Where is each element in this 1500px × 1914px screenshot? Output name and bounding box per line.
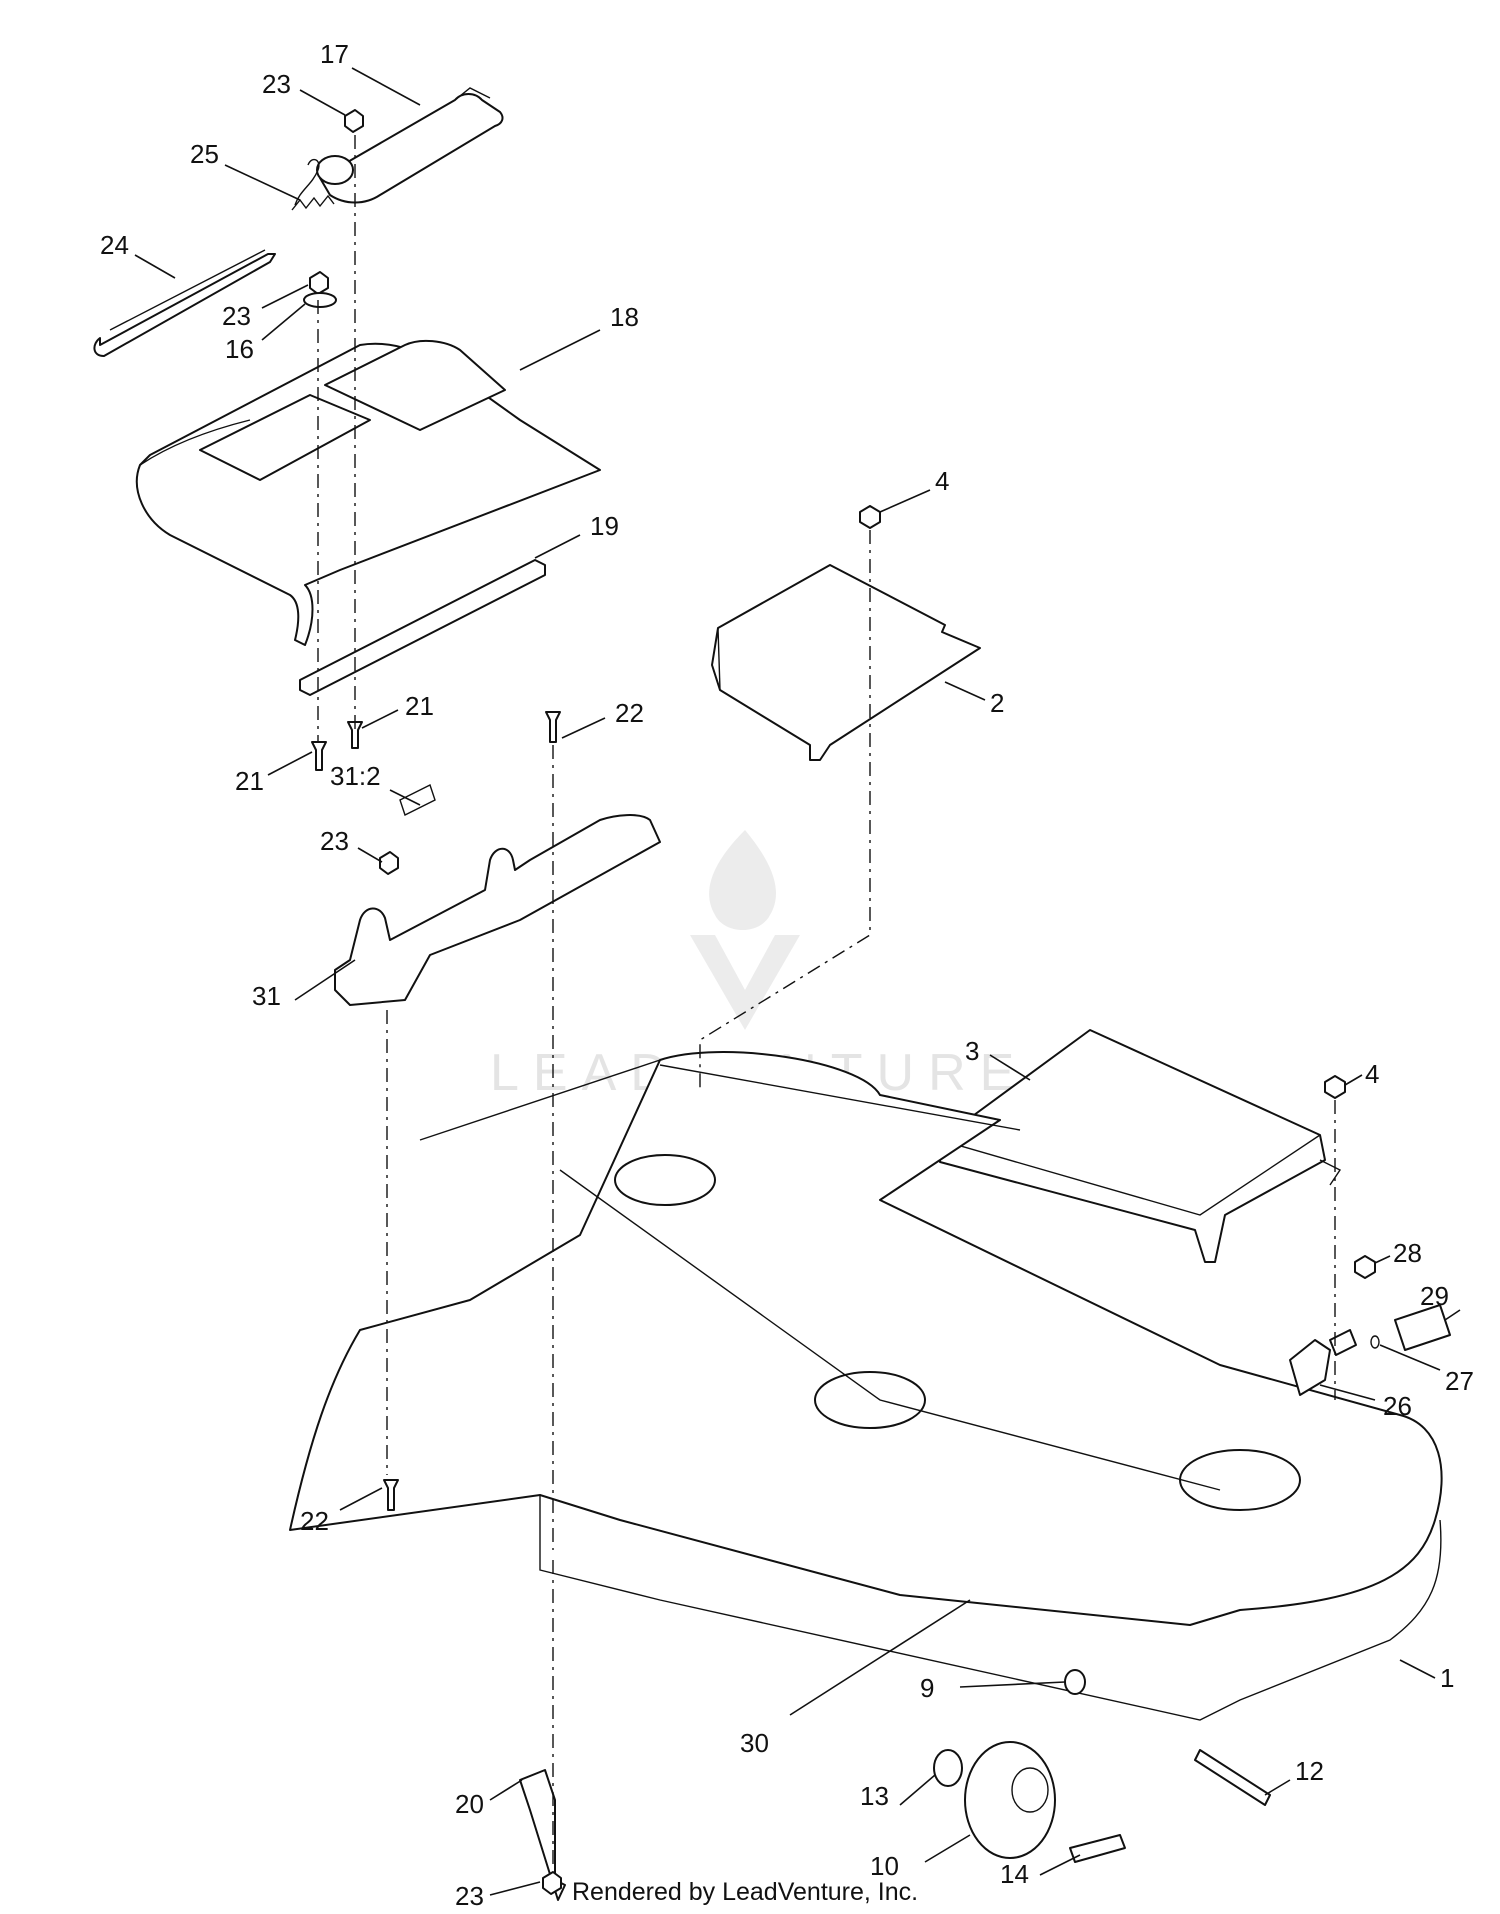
part-9-bushing [1064, 1669, 1086, 1695]
part-31-2-decal [399, 784, 436, 816]
callout-21: 21 [235, 766, 264, 796]
callout-10: 10 [870, 1851, 899, 1881]
callouts: 17 23 25 24 23 16 18 19 4 2 21 21 22 31:… [100, 39, 1474, 1911]
callout-24: 24 [100, 230, 129, 260]
callout-23: 23 [222, 301, 251, 331]
callout-31: 31 [252, 981, 281, 1011]
callout-13: 13 [860, 1781, 889, 1811]
callout-27: 27 [1445, 1366, 1474, 1396]
callout-22: 22 [615, 698, 644, 728]
callout-1: 1 [1440, 1663, 1454, 1693]
part-22-bolt-lower [383, 1479, 399, 1511]
part-10-wheel [964, 1741, 1056, 1859]
part-22-bolt-top [545, 711, 561, 743]
callout-20: 20 [455, 1789, 484, 1819]
callout-4: 4 [935, 466, 949, 496]
callout-23: 23 [455, 1881, 484, 1911]
part-1-mower-deck [289, 1051, 1443, 1721]
callout-12: 12 [1295, 1756, 1324, 1786]
callout-2: 2 [990, 688, 1004, 718]
part-12-bolt [1194, 1749, 1271, 1806]
part-4-bolt-top [859, 505, 881, 529]
callout-25: 25 [190, 139, 219, 169]
part-3-cover [939, 1029, 1342, 1263]
callout-28: 28 [1393, 1238, 1422, 1268]
footer-credit: Rendered by LeadVenture, Inc. [572, 1878, 918, 1906]
alignment-lines [317, 135, 1336, 1870]
part-29-cap [1394, 1304, 1451, 1351]
part-14-axle [1069, 1834, 1126, 1863]
callout-23: 23 [262, 69, 291, 99]
part-18-cover [135, 339, 601, 646]
v-logo-icon [690, 935, 800, 1030]
callout-14: 14 [1000, 1859, 1029, 1889]
callout-29: 29 [1420, 1281, 1449, 1311]
part-16-washer [303, 292, 337, 308]
flame-logo-icon [709, 830, 776, 930]
callout-31-2: 31:2 [330, 761, 381, 791]
part-23-nut-bottom [542, 1871, 562, 1895]
callout-21: 21 [405, 691, 434, 721]
callout-16: 16 [225, 334, 254, 364]
part-27-fitting [1329, 1329, 1380, 1356]
callout-19: 19 [590, 511, 619, 541]
part-21-bolts [311, 721, 363, 771]
part-23-nut-top [303, 109, 364, 308]
callout-26: 26 [1383, 1391, 1412, 1421]
part-17-pivot-arm [316, 87, 504, 204]
callout-9: 9 [920, 1673, 934, 1703]
part-24-rod [93, 249, 276, 357]
part-26-elbow [1289, 1339, 1331, 1396]
part-19-strip [299, 559, 546, 696]
part-4-bolt-right [1324, 1075, 1346, 1099]
callout-4: 4 [1365, 1059, 1379, 1089]
callout-17: 17 [320, 39, 349, 69]
callout-3: 3 [965, 1036, 979, 1066]
callout-18: 18 [610, 302, 639, 332]
part-31-bracket [334, 711, 661, 1006]
callout-22: 22 [300, 1506, 329, 1536]
callout-30: 30 [740, 1728, 769, 1758]
callout-23: 23 [320, 826, 349, 856]
part-2-belt-cover [711, 564, 981, 761]
part-23-nut-mid [379, 851, 399, 875]
part-13-spacer [933, 1749, 963, 1787]
part-28-bolt [1354, 1255, 1376, 1279]
